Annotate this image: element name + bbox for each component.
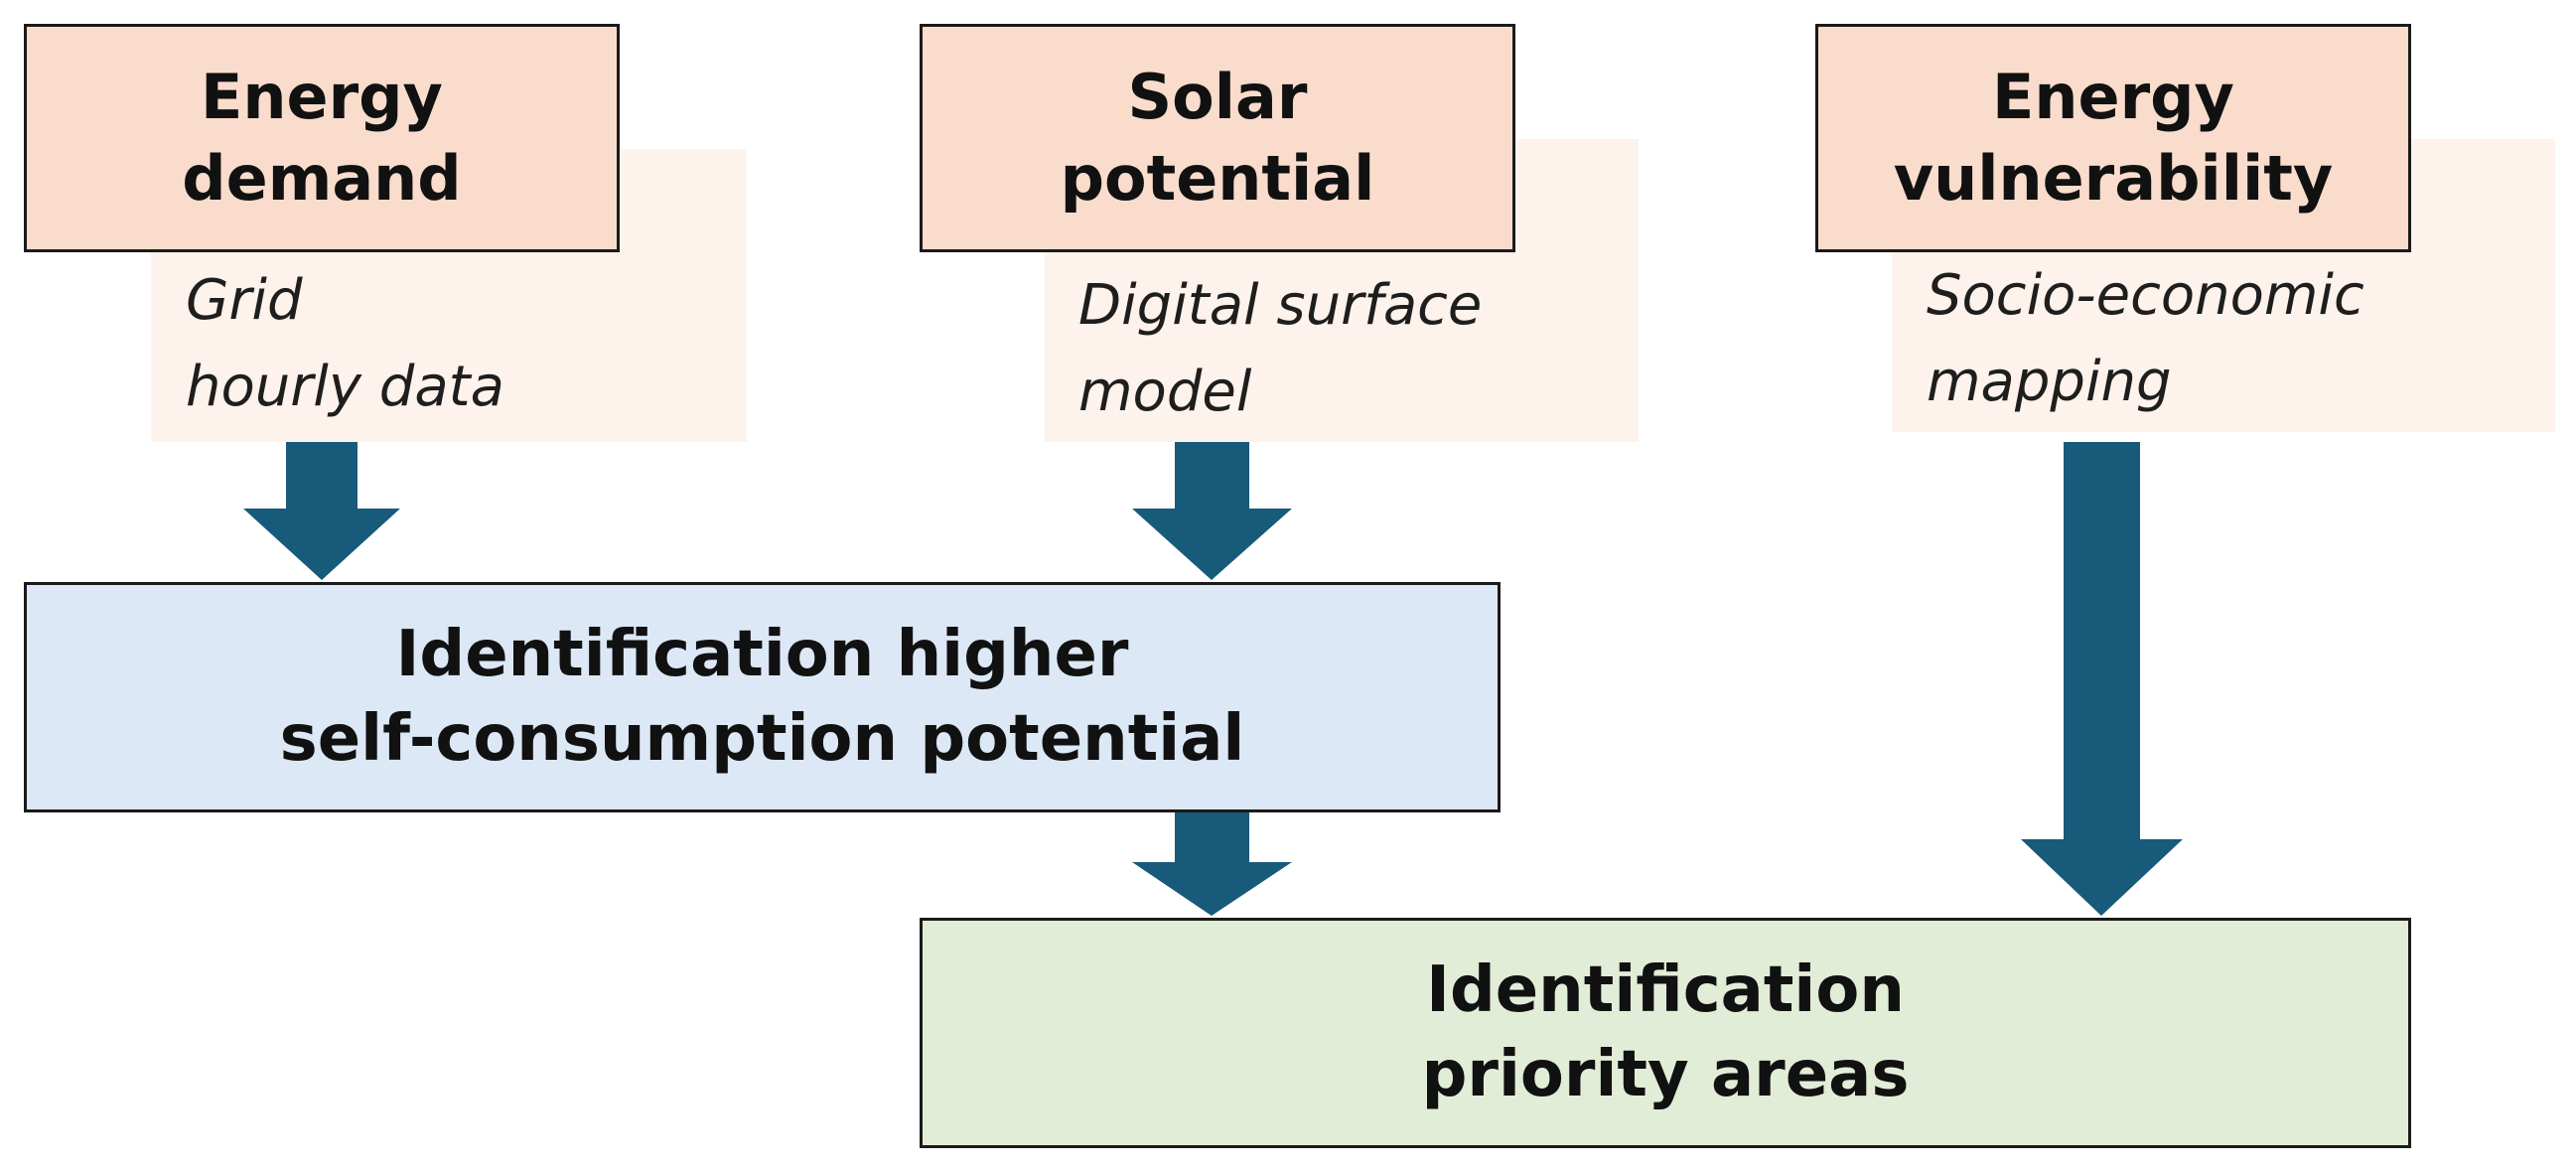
- arrow-energy-demand-down: [243, 442, 400, 580]
- solar-potential-note-line1: Digital surface: [1078, 273, 1483, 338]
- arrow-self-consumption-down: [1132, 811, 1292, 916]
- solar-potential-box: Solar potential: [920, 24, 1515, 252]
- energy-demand-note-line1: Grid: [186, 268, 303, 333]
- energy-vulnerability-box: Energy vulnerability: [1815, 24, 2411, 252]
- self-consumption-box: Identification higher self-consumption p…: [24, 582, 1501, 812]
- energy-demand-box: Energy demand: [24, 24, 620, 252]
- priority-areas-line1: Identification: [1426, 952, 1905, 1027]
- energy-demand-title-line2: demand: [182, 142, 462, 215]
- arrow-solar-potential-down: [1132, 442, 1292, 580]
- energy-vulnerability-note-line1: Socio-economic: [1927, 263, 2364, 328]
- energy-vulnerability-note-line2: mapping: [1927, 349, 2172, 414]
- arrow-energy-vulnerability-down: [2021, 442, 2183, 916]
- solar-potential-title-line2: potential: [1060, 142, 1375, 215]
- energy-demand-title-line1: Energy: [201, 60, 443, 133]
- solar-potential-title-line1: Solar: [1127, 60, 1308, 133]
- solar-potential-note-line2: model: [1078, 359, 1252, 424]
- energy-demand-note-line2: hourly data: [186, 354, 504, 419]
- priority-areas-line2: priority areas: [1421, 1038, 1910, 1111]
- energy-vulnerability-title-line1: Energy: [1992, 60, 2234, 133]
- energy-vulnerability-title-line2: vulnerability: [1893, 142, 2334, 215]
- self-consumption-line2: self-consumption potential: [279, 702, 1245, 776]
- self-consumption-line1: Identification higher: [395, 617, 1129, 691]
- priority-areas-box: Identification priority areas: [920, 918, 2411, 1148]
